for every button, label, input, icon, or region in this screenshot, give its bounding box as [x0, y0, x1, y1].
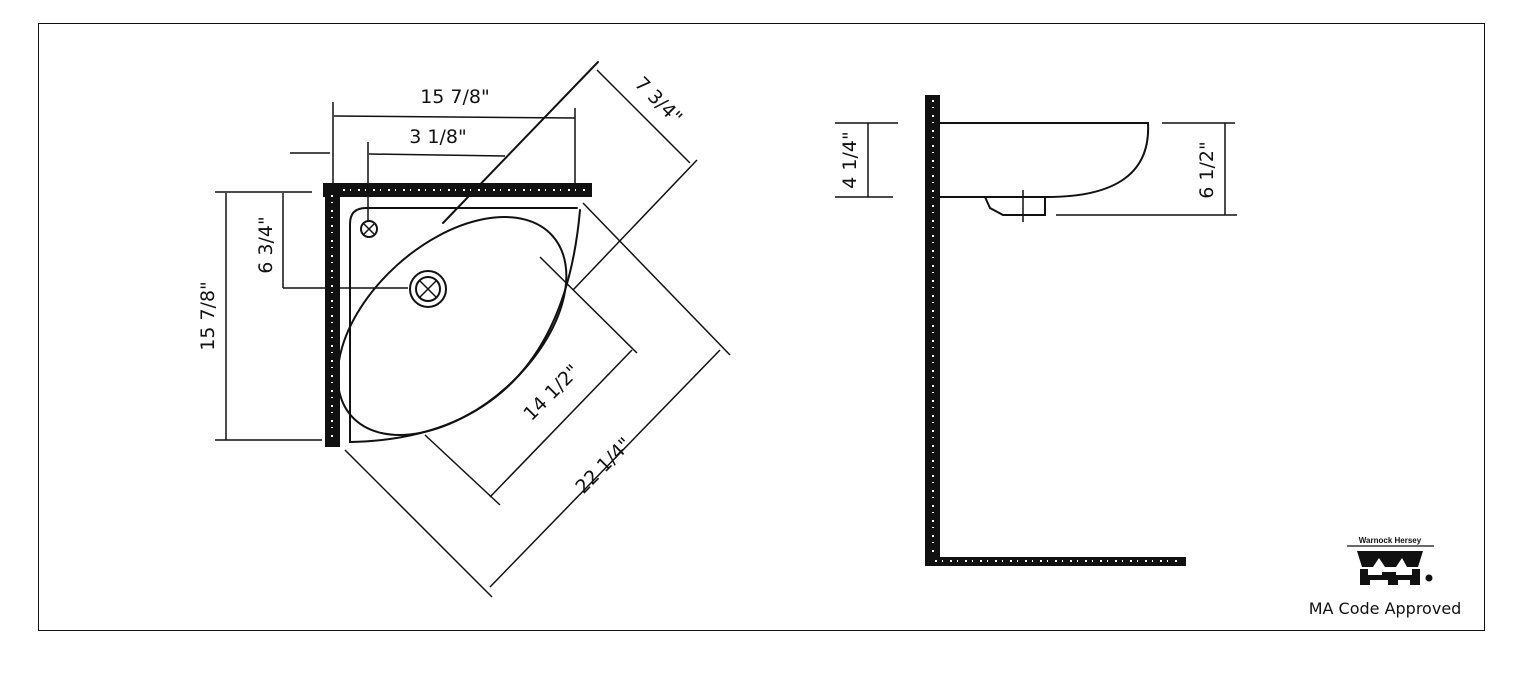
- wall-side: [925, 95, 940, 566]
- approval-label: MA Code Approved: [1309, 599, 1462, 618]
- side-view: 4 1/4" 6 1/2": [835, 95, 1237, 566]
- sink-bowl: [336, 216, 568, 436]
- warnock-hersey-logo: Warnock Hersey: [1347, 536, 1434, 585]
- dimension-lines-side: [835, 122, 1237, 216]
- logo-text: Warnock Hersey: [1359, 536, 1422, 545]
- dim-front-depth: 7 3/4": [630, 73, 686, 129]
- dim-bowl-height: 4 1/4": [839, 131, 861, 188]
- drain-icon: [409, 270, 447, 308]
- sink-profile: [939, 122, 1150, 198]
- tap-hole-icon: [360, 220, 378, 238]
- wall-left: [325, 183, 340, 447]
- floor: [930, 557, 1186, 566]
- dimension-lines-plan: [215, 61, 731, 598]
- drawing-frame: [38, 23, 1485, 631]
- dim-front-width: 22 1/4": [571, 433, 636, 498]
- dim-drain-offset: 6 3/4": [255, 216, 277, 273]
- mounting-bracket: [984, 196, 1046, 216]
- wall-top: [323, 183, 592, 197]
- dim-total-height: 6 1/2": [1196, 141, 1218, 198]
- dim-overall-width: 15 7/8": [420, 86, 490, 108]
- dim-tap-offset: 3 1/8": [409, 126, 466, 148]
- plan-view: 15 7/8" 3 1/8" 15 7/8" 6 3/4" 7 3/4" 14 …: [197, 61, 731, 598]
- dim-overall-depth: 15 7/8": [197, 281, 219, 351]
- dim-bowl-length: 14 1/2": [519, 360, 584, 425]
